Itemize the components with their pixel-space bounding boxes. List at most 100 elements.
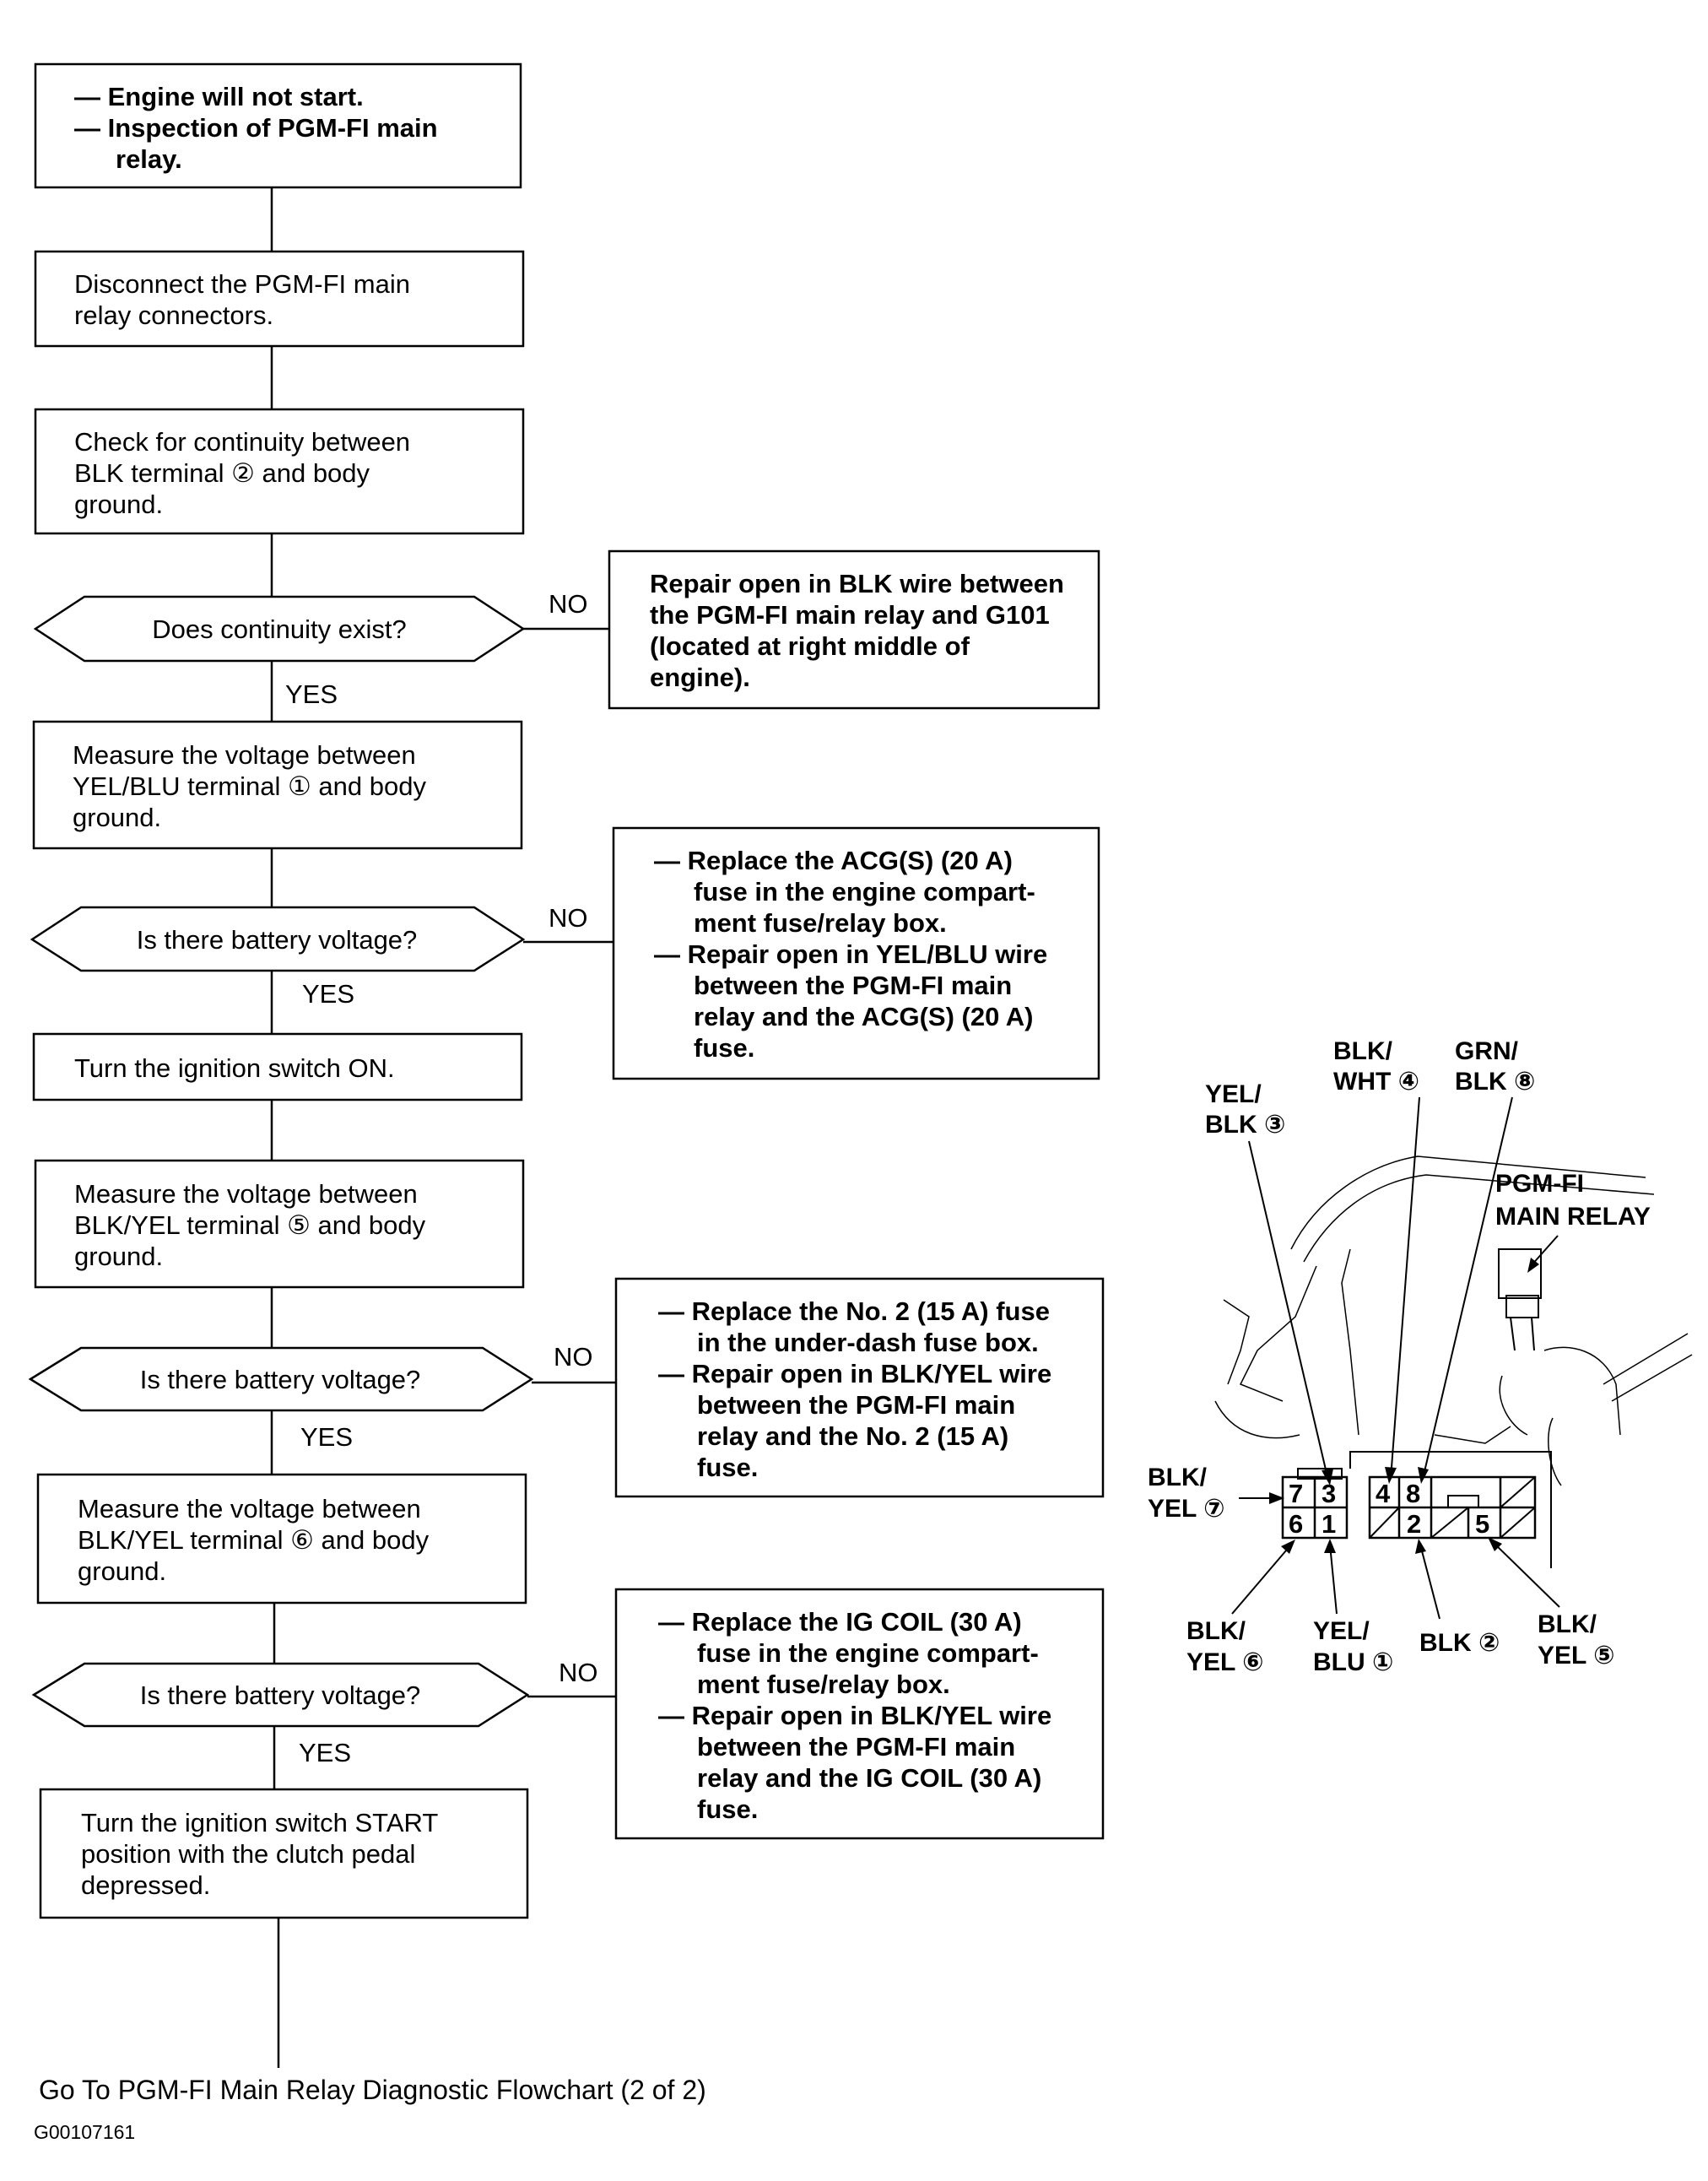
repair-acg-line-1: — Replace the ACG(S) (20 A)	[654, 846, 1013, 875]
label-blk-wht-4-line-2: WHT ④	[1333, 1068, 1419, 1096]
step-measure-2-line-1: Measure the voltage between	[74, 1179, 418, 1209]
label-grn-blk-8-line-2: BLK ⑧	[1455, 1068, 1535, 1096]
label-blk-yel-7-line-2: YEL ⑦	[1148, 1495, 1225, 1523]
step-measure-3-line-3: ground.	[78, 1556, 166, 1586]
pin-6: 6	[1289, 1509, 1303, 1539]
repair-ig-line-3: ment fuse/relay box.	[697, 1670, 950, 1699]
repair-no2-line-5: relay and the No. 2 (15 A)	[697, 1421, 1008, 1451]
decision-battery-voltage-2: Is there battery voltage? NO YES	[28, 1342, 593, 1452]
decision-battery-voltage-1: Is there battery voltage? NO YES	[30, 903, 588, 1009]
label-blk-yel-5-line-1: BLK/	[1538, 1610, 1597, 1638]
step-ignition-on-text: Turn the ignition switch ON.	[74, 1053, 395, 1083]
connector-left: 7 3 6 1	[1281, 1468, 1349, 1540]
decision-battery-voltage-3: Is there battery voltage? NO YES	[31, 1658, 598, 1767]
decision-voltage-3-yes: YES	[299, 1738, 351, 1767]
step-continuity-box: Check for continuity between BLK termina…	[34, 408, 525, 535]
decision-continuity-no: NO	[549, 589, 588, 619]
step-measure-1-line-1: Measure the voltage between	[73, 740, 416, 770]
label-blk-yel-6-line-2: YEL ⑥	[1186, 1648, 1264, 1676]
repair-blk-line-1: Repair open in BLK wire between	[650, 569, 1064, 598]
decision-continuity: Does continuity exist? NO YES	[33, 589, 588, 709]
step-start-line-1: Turn the ignition switch START	[81, 1808, 438, 1837]
decision-continuity-text: Does continuity exist?	[152, 614, 407, 644]
label-yel-blu-1-line-2: BLU ①	[1313, 1648, 1393, 1676]
repair-ig-line-4: — Repair open in BLK/YEL wire	[658, 1701, 1051, 1730]
repair-no2-fuse-box: — Replace the No. 2 (15 A) fuse in the u…	[614, 1277, 1105, 1498]
pin-3: 3	[1322, 1479, 1336, 1508]
decision-voltage-2-no: NO	[554, 1342, 593, 1372]
step-ignition-start-box: Turn the ignition switch START position …	[39, 1788, 529, 1919]
decision-voltage-3-text: Is there battery voltage?	[140, 1680, 421, 1710]
step-measure-blk-yel-6-box: Measure the voltage between BLK/YEL term…	[36, 1473, 527, 1605]
pin-1: 1	[1322, 1509, 1336, 1539]
repair-ig-line-6: relay and the IG COIL (30 A)	[697, 1763, 1041, 1793]
decision-voltage-1-text: Is there battery voltage?	[137, 925, 418, 955]
pin-5: 5	[1475, 1509, 1489, 1539]
relay-label-line-2: MAIN RELAY	[1495, 1203, 1651, 1231]
decision-voltage-2-yes: YES	[300, 1422, 353, 1452]
start-line-3: relay.	[116, 144, 182, 174]
repair-ig-line-1: — Replace the IG COIL (30 A)	[658, 1607, 1022, 1637]
decision-voltage-3-no: NO	[559, 1658, 598, 1687]
label-yel-blu-1-line-1: YEL/	[1313, 1617, 1370, 1645]
repair-ig-line-2: fuse in the engine compart-	[697, 1638, 1039, 1668]
repair-acg-fuse-box: — Replace the ACG(S) (20 A) fuse in the …	[612, 826, 1100, 1080]
start-box: — Engine will not start. — Inspection of…	[34, 62, 522, 189]
relay-body-icon	[1498, 1248, 1542, 1299]
repair-no2-line-1: — Replace the No. 2 (15 A) fuse	[658, 1296, 1050, 1326]
flow-connectors	[270, 187, 616, 2068]
repair-acg-line-4: — Repair open in YEL/BLU wire	[654, 939, 1047, 969]
repair-acg-line-7: fuse.	[694, 1033, 754, 1063]
step-start-line-2: position with the clutch pedal	[81, 1839, 415, 1869]
repair-ig-line-7: fuse.	[697, 1794, 758, 1824]
step-disconnect-box: Disconnect the PGM-FI main relay connect…	[34, 250, 525, 348]
label-blk-2: BLK ②	[1419, 1629, 1500, 1657]
label-grn-blk-8-line-1: GRN/	[1455, 1037, 1519, 1065]
step-measure-1-line-3: ground.	[73, 803, 161, 832]
decision-voltage-1-no: NO	[549, 903, 588, 933]
figure-code: G00107161	[34, 2121, 135, 2143]
repair-blk-line-2: the PGM-FI main relay and G101	[650, 600, 1050, 630]
step-measure-blk-yel-5-box: Measure the voltage between BLK/YEL term…	[34, 1159, 525, 1289]
step-measure-2-line-3: ground.	[74, 1242, 163, 1271]
repair-ig-line-5: between the PGM-FI main	[697, 1732, 1015, 1762]
label-yel-blk-3-line-2: BLK ③	[1205, 1111, 1285, 1139]
pin-8: 8	[1406, 1479, 1420, 1508]
step-disconnect-line-1: Disconnect the PGM-FI main	[74, 269, 410, 299]
repair-no2-line-6: fuse.	[697, 1453, 758, 1482]
repair-no2-line-4: between the PGM-FI main	[697, 1390, 1015, 1420]
repair-no2-line-2: in the under-dash fuse box.	[697, 1328, 1039, 1357]
step-measure-3-line-1: Measure the voltage between	[78, 1494, 421, 1523]
decision-voltage-2-text: Is there battery voltage?	[140, 1365, 421, 1394]
step-ignition-on-box: Turn the ignition switch ON.	[32, 1032, 523, 1101]
repair-acg-line-5: between the PGM-FI main	[694, 971, 1012, 1000]
connector-right: 4 8 2 5	[1368, 1475, 1537, 1540]
repair-blk-line-3: (located at right middle of	[650, 631, 970, 661]
decision-voltage-1-yes: YES	[302, 979, 354, 1009]
start-line-1: — Engine will not start.	[74, 82, 364, 111]
label-blk-yel-6-line-1: BLK/	[1186, 1617, 1246, 1645]
pin-4: 4	[1376, 1479, 1391, 1508]
repair-blk-wire-box: Repair open in BLK wire between the PGM-…	[608, 549, 1100, 710]
step-start-line-3: depressed.	[81, 1870, 210, 1900]
pin-7: 7	[1289, 1479, 1303, 1508]
repair-acg-line-6: relay and the ACG(S) (20 A)	[694, 1002, 1034, 1031]
goto-next-flowchart: Go To PGM-FI Main Relay Diagnostic Flowc…	[39, 2075, 706, 2105]
step-disconnect-line-2: relay connectors.	[74, 300, 273, 330]
leader-arrows	[1231, 1096, 1560, 1620]
step-measure-yel-blu-box: Measure the voltage between YEL/BLU term…	[32, 720, 523, 850]
relay-location-illustration: PGM-FI MAIN RELAY 7 3 6 1	[1148, 1037, 1693, 1676]
relay-label-line-1: PGM-FI	[1495, 1170, 1584, 1198]
repair-blk-line-4: engine).	[650, 663, 750, 692]
repair-acg-line-2: fuse in the engine compart-	[694, 877, 1035, 906]
step-measure-2-line-2: BLK/YEL terminal ⑤ and body	[74, 1210, 426, 1240]
pin-2: 2	[1407, 1509, 1421, 1539]
step-measure-1-line-2: YEL/BLU terminal ① and body	[73, 771, 426, 801]
label-blk-yel-5-line-2: YEL ⑤	[1538, 1642, 1615, 1670]
step-continuity-line-3: ground.	[74, 490, 163, 519]
label-blk-wht-4-line-1: BLK/	[1333, 1037, 1393, 1065]
step-measure-3-line-2: BLK/YEL terminal ⑥ and body	[78, 1525, 430, 1555]
label-blk-yel-7-line-1: BLK/	[1148, 1464, 1208, 1491]
repair-no2-line-3: — Repair open in BLK/YEL wire	[658, 1359, 1051, 1388]
